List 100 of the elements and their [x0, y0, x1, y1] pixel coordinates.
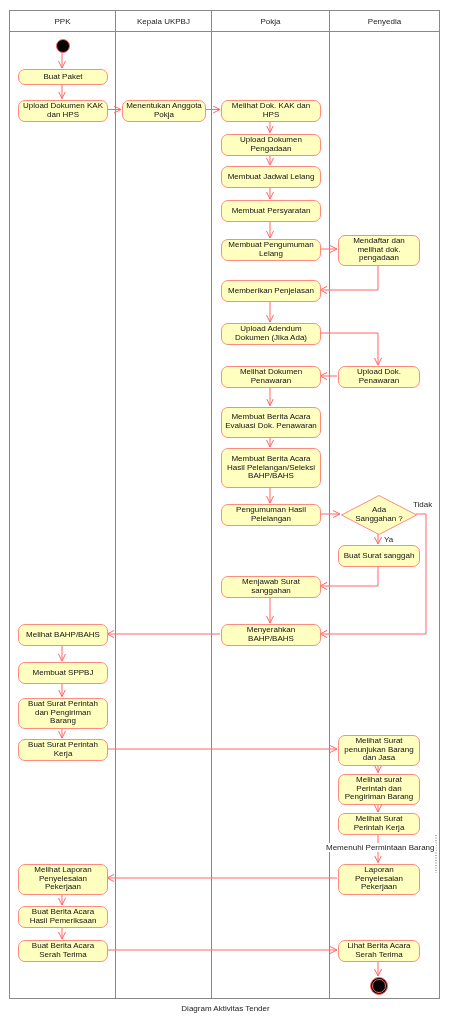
arrow: [266, 436, 274, 448]
activity-label: Membuat Pengumuman Lelang: [227, 241, 315, 259]
activity-label: Upload Dokumen Pengadaan: [239, 135, 303, 154]
activity-box: [18, 906, 108, 928]
decision-label: Ada Sanggahan ?: [354, 506, 404, 524]
activity-box: [18, 697, 108, 729]
activity-box: [338, 863, 420, 895]
activity-box: [221, 133, 321, 156]
swimlane: [115, 10, 211, 999]
activity-label: Melihat surat Perintah dan Pengiriman Barang: [343, 775, 415, 803]
swimlane: [9, 10, 115, 999]
activity-label: Menyerahkan BAHP/BAHS: [245, 626, 297, 644]
activity-box: [221, 624, 321, 646]
activity-label: Buat Surat sanggah: [342, 551, 416, 561]
activity-label: Melihat Dok. KAK dan HPS: [230, 101, 312, 120]
activity-box: [18, 662, 108, 684]
arrow: [266, 120, 274, 133]
arrow: [266, 596, 274, 624]
arrow: [319, 372, 338, 380]
edge-label: Tidak: [412, 500, 434, 509]
arrow: [266, 154, 274, 166]
activity-box: [18, 940, 108, 962]
activity-label: Buat Paket: [42, 72, 84, 82]
arrow: [58, 727, 66, 739]
lane-header: Kepala UKPBJ: [116, 11, 211, 32]
arrow: [58, 893, 66, 906]
lane-header: Pokja: [212, 11, 329, 32]
activity-label: Upload Dokumen KAK dan HPS: [21, 101, 104, 120]
end-node: [370, 977, 388, 995]
activity-label: Melihat Surat Perintah Kerja: [352, 815, 406, 833]
activity-box: [338, 366, 420, 388]
activity-box: [221, 99, 321, 122]
activity-box: [18, 739, 108, 761]
arrow: [319, 332, 382, 366]
activity-label: Membuat Berita Acara Evaluasi Dok. Penawaran: [224, 413, 318, 431]
arrow: [106, 874, 338, 882]
activity-box: [221, 576, 321, 598]
activity-box: [221, 448, 321, 488]
arrow: [374, 803, 382, 813]
edge-label: Memenuhi Permintaan Barang: [325, 843, 436, 852]
activity-box: [338, 813, 420, 835]
activity-box: [338, 940, 420, 962]
activity-box: [18, 624, 108, 646]
activity-label: Laporan Penyelesaian Pekerjaan: [353, 865, 404, 893]
activity-label: Buat Berita Acara Hasil Pemeriksaan: [28, 908, 98, 926]
activity-box: [18, 863, 108, 895]
arrow: [266, 220, 274, 239]
arrow: [266, 186, 274, 200]
arrow: [319, 264, 379, 294]
arrow: [58, 83, 66, 99]
arrow: [106, 745, 338, 753]
activity-box: [221, 406, 321, 438]
arrow: [374, 960, 382, 977]
activity-label: Upload Adendum Dokumen (Jika Ada): [234, 325, 308, 343]
activity-label: Melihat Dokumen Penawaran: [238, 368, 304, 386]
arrow: [58, 51, 66, 69]
arrow: [106, 105, 122, 114]
activity-label: Menentukan Anggota Pokja: [125, 101, 203, 120]
activity-box: [221, 166, 321, 188]
lane-header: Penyedia: [330, 11, 439, 32]
activity-label: Membuat SPPBJ: [31, 668, 95, 678]
activity-label: Membuat Jadwal Lelang: [226, 172, 316, 182]
arrow: [266, 300, 274, 323]
arrow: [266, 386, 274, 406]
activity-label: Upload Dok. Penawaran: [356, 368, 402, 386]
edge-label: Ya: [383, 535, 395, 544]
activity-label: Menjawab Surat sanggahan: [241, 578, 301, 596]
arrow: [319, 565, 379, 590]
activity-label: Buat Surat Perintah dan Pengiriman Barang: [27, 699, 99, 727]
arrow: [319, 513, 427, 638]
activity-label: Membuat Persyaratan: [230, 206, 312, 216]
arrow: [106, 630, 221, 638]
start-node: [56, 39, 70, 53]
arrow: [204, 105, 221, 114]
activity-label: Lihat Berita Acara Serah Terima: [346, 942, 412, 960]
activity-label: Pengumuman Hasil Pelelangan: [235, 506, 307, 524]
activity-label: Buat Berita Acara Serah Terima: [30, 942, 96, 960]
arrow: [58, 644, 66, 662]
activity-label: Melihat Laporan Penyelesaian Pekerjaan: [33, 865, 93, 893]
activity-label: Melihat BAHP/BAHS: [25, 630, 101, 640]
activity-label: Membuat Berita Acara Hasil Pelelangan/Seleksi BAHP/BAHS: [225, 454, 317, 482]
activity-label: Mendaftar dan melihat dok. pengadaan: [352, 236, 406, 264]
activity-box: [221, 200, 321, 222]
activity-box: [338, 234, 420, 266]
arrow: [106, 946, 338, 954]
activity-box: [221, 504, 321, 526]
activity-label: Memberikan Penjelasan: [227, 286, 315, 296]
activity-label: Buat Surat Perintah Kerja: [27, 741, 99, 759]
arrow: [374, 764, 382, 773]
caption: Diagram Aktivitas Tender: [180, 1004, 271, 1013]
activity-label: Melihat Surat penunjukan Barang dan Jasa: [343, 736, 415, 764]
activity-box: [338, 545, 420, 567]
activity-box: [221, 366, 321, 388]
arrow: [266, 486, 274, 504]
arrow: [319, 245, 338, 253]
arrow: [374, 533, 382, 545]
activity-box: [221, 239, 321, 261]
activity-box: [221, 323, 321, 345]
arrow: [58, 926, 66, 940]
arrow: [58, 682, 66, 697]
